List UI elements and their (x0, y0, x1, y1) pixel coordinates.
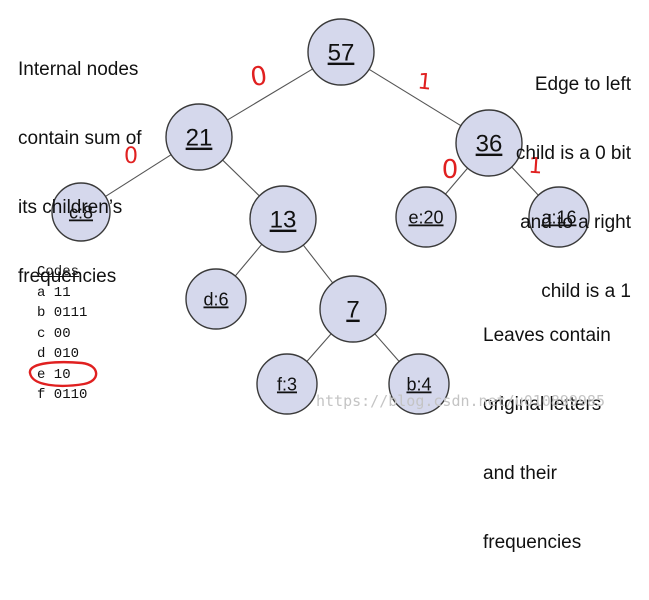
tree-node: b:4 (388, 353, 450, 415)
node-circle (319, 275, 387, 343)
tree-node: e:20 (395, 186, 457, 248)
note-line: child is a 0 bit (515, 143, 631, 164)
tree-edge (374, 333, 400, 362)
handwritten-bit: 0 (442, 155, 459, 185)
tree-edge (222, 159, 260, 197)
codes-title: Codes (37, 264, 80, 280)
node-label: b:4 (406, 374, 431, 394)
huffman-tree-figure: 0 1 0 0 1 57 21 36 c:8 13 e:20 a:16 d:6 7 f:3 b:4 Inte… (18, 12, 631, 553)
handwritten-bit: 0 (124, 144, 138, 169)
code-row: d 010 (37, 346, 80, 362)
node-label: f:3 (277, 374, 297, 394)
tree-edge (306, 333, 332, 362)
note-line: frequencies (483, 532, 582, 553)
node-circle (51, 182, 111, 242)
tree-node: c:8 (51, 182, 111, 242)
node-circle (249, 185, 317, 253)
node-circle (307, 18, 375, 86)
tree-edge (511, 166, 539, 196)
codes-table: Codes a 11 b 0111 c 00 d 010 e 10 f 0110 (37, 262, 87, 406)
edge-bits-note: Edge to left child is a 0 bit and to a r… (516, 27, 631, 349)
handwritten-bit: 1 (528, 154, 544, 180)
node-label: 57 (328, 40, 355, 67)
node-circle (185, 268, 247, 330)
note-line: Edge to left (534, 74, 631, 95)
node-label: a:16 (541, 207, 576, 227)
code-row-circled: e 10 (37, 366, 71, 383)
tree-node: 13 (249, 185, 317, 253)
note-line: Leaves contain (483, 325, 611, 346)
node-label: 21 (186, 125, 213, 152)
handwritten-bit: 0 (249, 61, 270, 93)
tree-edge (234, 243, 263, 277)
tree-nodes: 57 21 36 c:8 13 e:20 a:16 d:6 7 f:3 b:4 (51, 18, 590, 415)
tree-edge (227, 68, 313, 121)
note-line: its children’s (18, 197, 123, 218)
node-circle (395, 186, 457, 248)
watermark: https://blog.csdn.net/u010899985 (316, 392, 605, 410)
circled-code-highlight (28, 360, 98, 388)
code-row: a 11 (37, 284, 71, 301)
note-line: Internal nodes (18, 59, 139, 80)
internal-nodes-note: Internal nodes contain sum of its childr… (18, 12, 142, 334)
tree-node: 7 (319, 275, 387, 343)
note-line: child is a 1 (541, 281, 631, 302)
tree-node: 36 (455, 109, 523, 177)
note-line: original letters (483, 394, 602, 415)
tree-edge (105, 154, 172, 197)
note-line: frequencies (18, 266, 117, 287)
node-circle (256, 353, 318, 415)
node-label: 13 (270, 207, 297, 234)
handwritten-bit-marks: 0 1 0 0 1 (28, 61, 544, 388)
tree-node: a:16 (528, 186, 590, 248)
node-label: d:6 (203, 289, 228, 309)
node-label: 7 (346, 297, 359, 324)
node-label: c:8 (69, 202, 93, 222)
note-line: and their (483, 463, 557, 484)
tree-edge (368, 68, 462, 127)
tree-node: f:3 (256, 353, 318, 415)
node-circle (388, 353, 450, 415)
handwritten-bit: 1 (416, 69, 433, 95)
node-circle (165, 103, 233, 171)
code-row: c 00 (37, 325, 71, 342)
note-line: and to a right (520, 212, 631, 233)
node-circle (528, 186, 590, 248)
tree-edge (302, 244, 334, 284)
leaves-note: Leaves contain original letters and thei… (483, 278, 611, 600)
tree-node: d:6 (185, 268, 247, 330)
huffman-tree: 0 1 0 0 1 57 21 36 c:8 13 e:20 a:16 d:6 7 f:3 b:4 (28, 18, 590, 415)
tree-node: 57 (307, 18, 375, 86)
code-row: f 0110 (37, 387, 88, 403)
code-row: b 0111 (37, 305, 88, 321)
node-circle (455, 109, 523, 177)
tree-node: 21 (165, 103, 233, 171)
tree-edges (105, 68, 539, 362)
node-label: 36 (476, 131, 503, 158)
tree-edge (445, 167, 469, 195)
note-line: contain sum of (18, 128, 142, 149)
node-label: e:20 (408, 207, 443, 227)
